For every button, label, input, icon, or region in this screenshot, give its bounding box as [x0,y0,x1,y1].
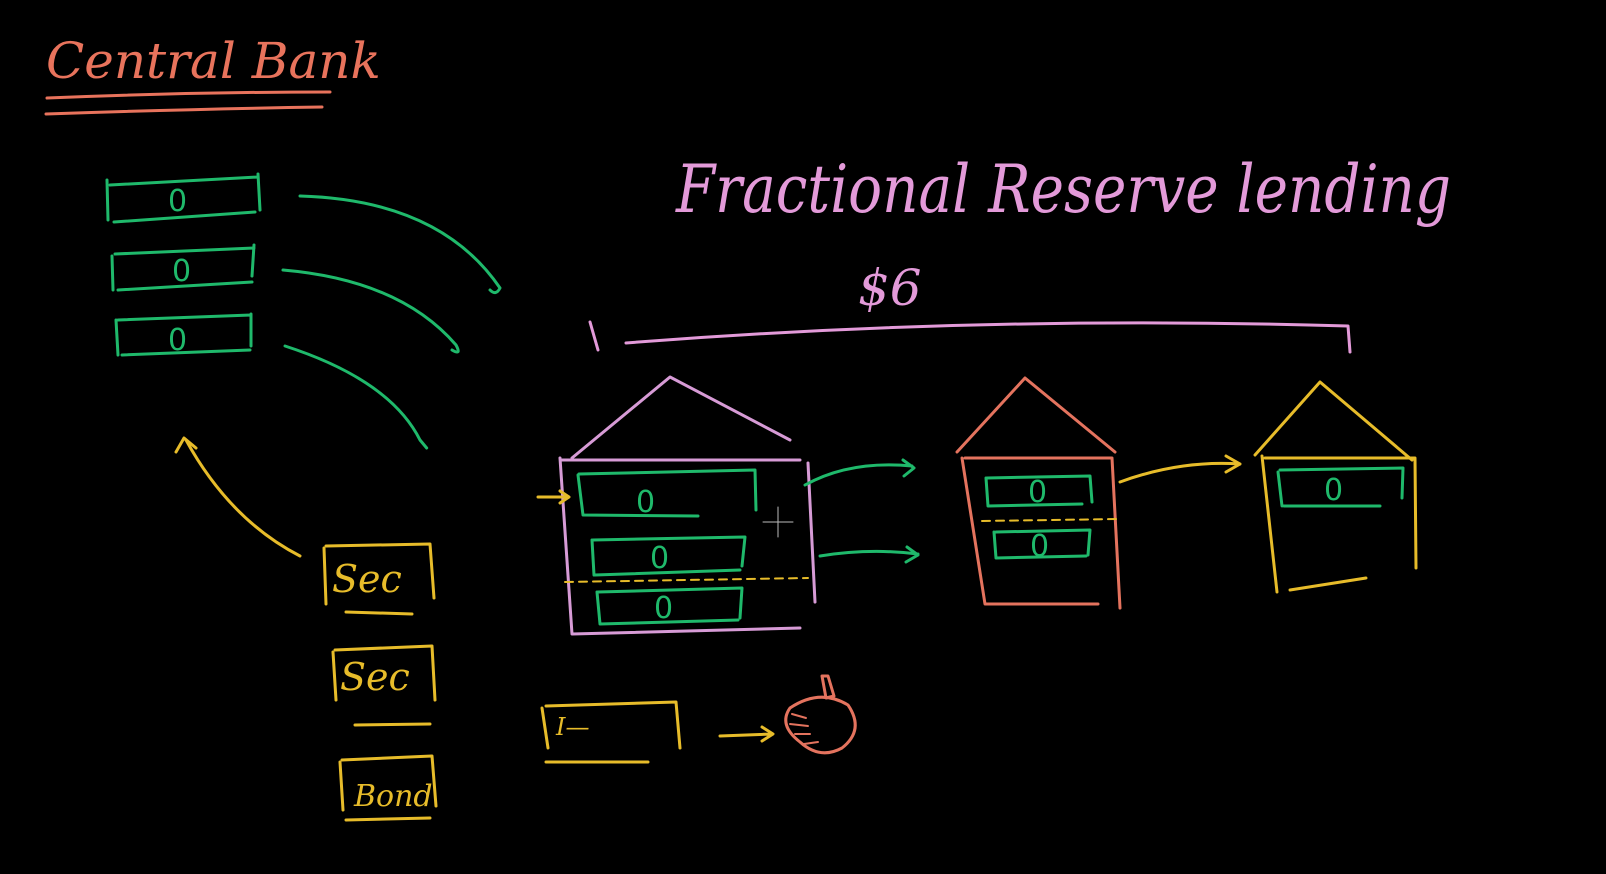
bank-2-roof [955,376,1117,454]
money-flow-arrows [281,194,502,450]
bank-3-roof [1253,380,1414,462]
money-bill: 0 [590,535,747,577]
deposit-arrow [536,489,571,505]
central-bank-underline-1 [45,90,332,100]
bill-value: 0 [650,541,669,576]
money-bill: 0 [110,243,256,292]
central-bank-underline-2 [44,105,324,116]
bank-2-reserve-line [981,518,1121,522]
bill-value: 0 [1030,529,1049,564]
fractional-reserve-heading: Fractional Reserve lending [675,151,1451,228]
bank-1-outflow-arrows [803,458,920,564]
securities-stack: Sec Sec Bond [322,542,438,822]
bill-value: 0 [172,254,191,289]
bank-1-roof [570,375,792,460]
bank-3: 0 [1253,380,1418,594]
iou-note: I— [540,700,682,764]
bank-2-walls [960,456,1122,610]
bank-2: 0 0 [955,376,1122,610]
money-bill: 0 [114,312,253,358]
securities-to-central-bank-arrow [174,436,302,558]
crosshair-cursor-icon [762,506,794,538]
bank-3-walls [1260,454,1418,594]
money-bill: 0 [1276,466,1405,508]
bill-value: 0 [636,485,655,520]
bill-value: 0 [1324,473,1343,508]
iou-label: I— [555,713,589,741]
money-bill: 0 [984,474,1094,510]
amount-bracket [588,320,1352,354]
amount-label: $6 [858,259,922,317]
iou-to-apple-arrow [718,725,775,743]
security-label: Sec [332,557,402,601]
bill-value: 0 [1028,475,1047,510]
money-bill: 0 [105,172,262,224]
security-label: Sec [340,655,410,699]
security-label: Bond [353,779,433,814]
apple-icon [784,674,857,755]
bank-1-reserve-line [564,577,809,583]
money-bill: 0 [595,586,744,626]
bank-1: 0 0 0 [536,375,817,636]
bill-value: 0 [168,323,187,358]
bank-2-outflow-arrow [1118,454,1242,484]
central-bank-money-stack: 0 0 0 [105,172,262,358]
bill-value: 0 [654,591,673,626]
security-card: Bond [338,754,438,822]
security-card: Sec [322,542,436,616]
money-bill: 0 [576,468,758,520]
security-card: Sec [331,644,437,727]
bill-value: 0 [168,184,187,219]
money-bill: 0 [992,528,1092,564]
bank-1-walls [558,456,817,636]
central-bank-title: Central Bank [46,32,381,90]
